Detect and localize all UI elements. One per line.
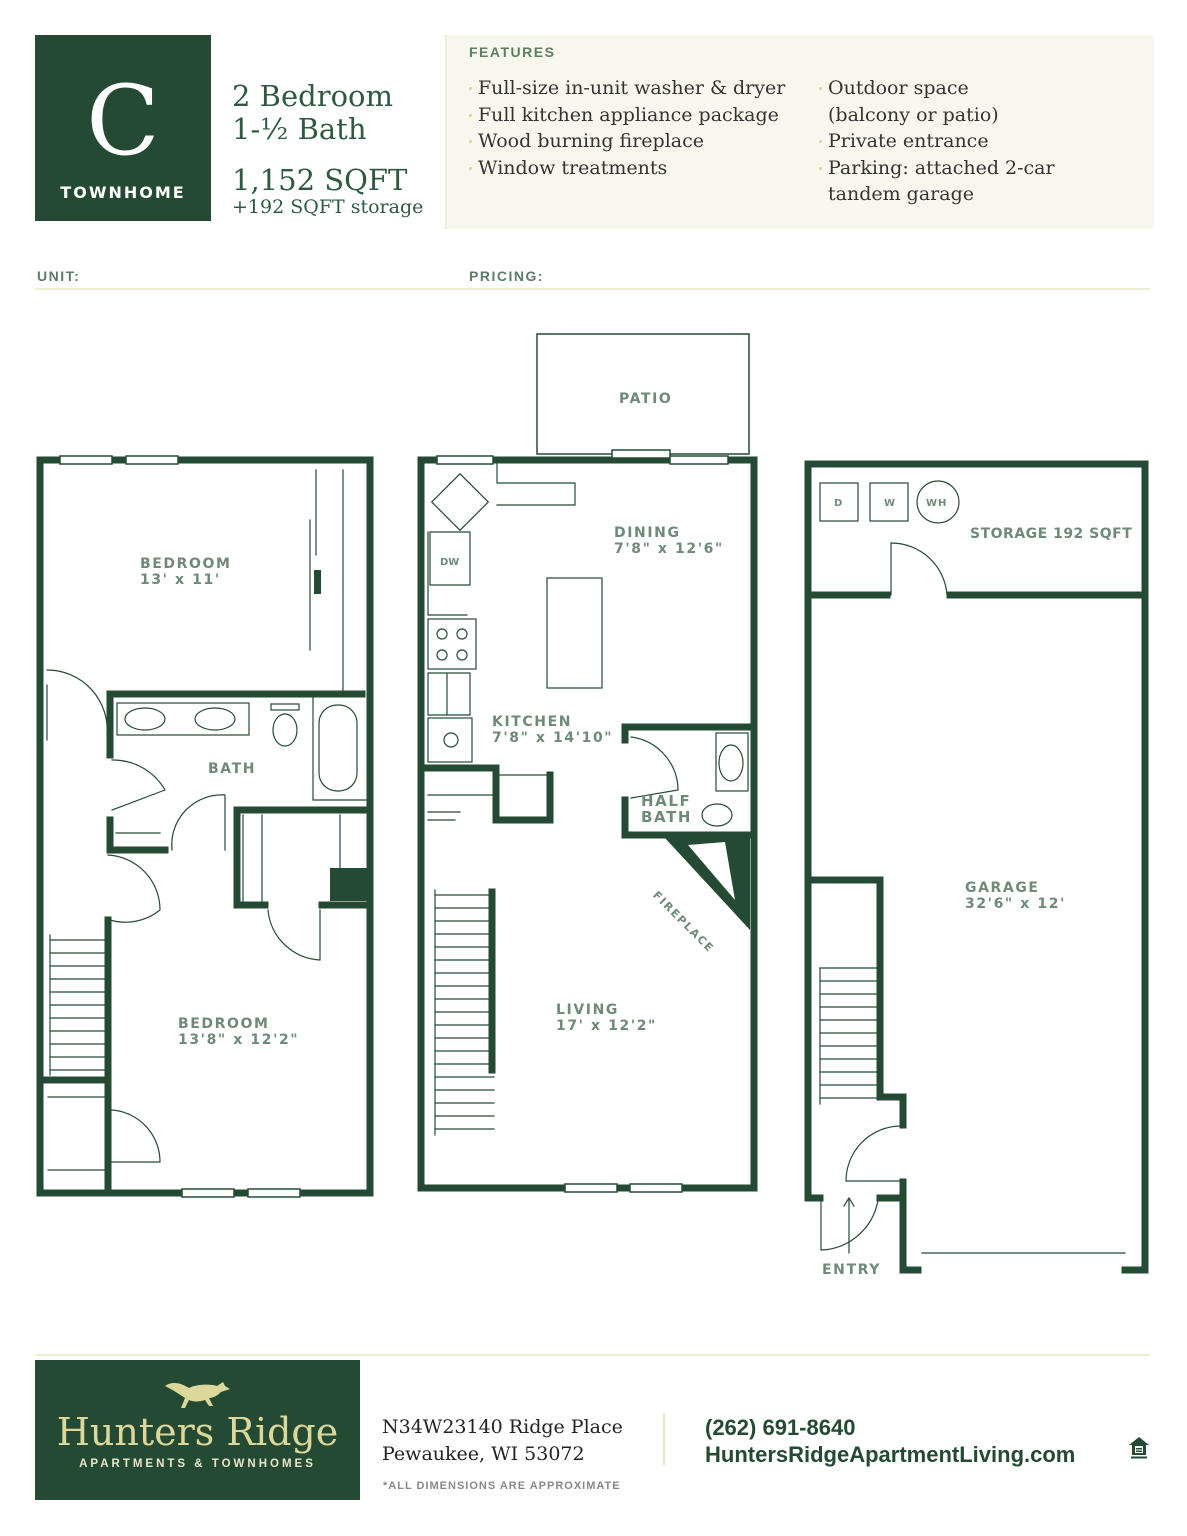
plan-summary: 2 Bedroom 1-½ Bath 1,152 SQFT +192 SQFT … bbox=[232, 79, 424, 218]
feature-item: Full kitchen appliance package bbox=[469, 102, 785, 129]
fox-logo-icon bbox=[165, 1382, 230, 1408]
room-living: LIVING 17' x 12'2" bbox=[556, 1002, 657, 1034]
bedroom-count: 2 Bedroom bbox=[232, 79, 393, 113]
room-bedroom-1: BEDROOM 13' x 11' bbox=[140, 556, 232, 588]
room-half-bath: HALF BATH bbox=[641, 792, 693, 826]
room-storage: STORAGE 192 SQFT bbox=[970, 526, 1133, 542]
plan-type: TOWNHOME bbox=[60, 183, 186, 202]
feature-item-continuation: tandem garage bbox=[828, 183, 974, 205]
features-list-1: Full-size in-unit washer & dryer Full ki… bbox=[469, 75, 785, 181]
phone-number[interactable]: (262) 691-8640 bbox=[705, 1415, 856, 1440]
unit-label: UNIT: bbox=[37, 268, 81, 284]
bullet-icon bbox=[469, 166, 472, 170]
feature-item: Parking: attached 2-car bbox=[819, 155, 1055, 182]
room-patio: PATIO bbox=[619, 391, 673, 407]
room-kitchen: KITCHEN 7'8" x 14'10" bbox=[492, 714, 614, 746]
address: N34W23140 Ridge Place Pewaukee, WI 53072 bbox=[382, 1416, 623, 1465]
footer-separator bbox=[663, 1413, 665, 1465]
equal-housing-icon bbox=[1129, 1437, 1149, 1459]
bullet-icon bbox=[469, 87, 472, 90]
brand-logo: Hunters Ridge APARTMENTS & TOWNHOMES bbox=[35, 1360, 360, 1500]
dryer-label: D bbox=[834, 498, 843, 509]
feature-item: Full-size in-unit washer & dryer bbox=[469, 75, 785, 102]
floorplan-drawing bbox=[36, 333, 1149, 1274]
room-garage: GARAGE 32'6" x 12' bbox=[965, 880, 1066, 912]
brand-subtitle: APARTMENTS & TOWNHOMES bbox=[79, 1458, 316, 1470]
water-heater-label: WH bbox=[926, 498, 948, 509]
entry-label: ENTRY bbox=[822, 1262, 881, 1278]
features-title: FEATURES bbox=[469, 44, 556, 60]
room-bedroom-2: BEDROOM 13'8" x 12'2" bbox=[178, 1016, 300, 1048]
bullet-icon bbox=[469, 140, 472, 143]
divider bbox=[35, 288, 1150, 290]
feature-item: Private entrance bbox=[819, 128, 1055, 155]
room-bath: BATH bbox=[208, 761, 257, 777]
storage-footage: +192 SQFT storage bbox=[232, 196, 424, 218]
plan-letter: C bbox=[86, 65, 160, 177]
room-dining: DINING 7'8" x 12'6" bbox=[614, 525, 724, 557]
brand-name: Hunters Ridge bbox=[56, 1410, 339, 1454]
dishwasher-label: DW bbox=[440, 557, 460, 568]
features-list-2: Outdoor space (balcony or patio) Private… bbox=[819, 75, 1055, 208]
website-link[interactable]: HuntersRidgeApartmentLiving.com bbox=[705, 1442, 1076, 1467]
pricing-label: PRICING: bbox=[469, 268, 544, 284]
bullet-icon bbox=[819, 87, 822, 90]
feature-item: Window treatments bbox=[469, 155, 785, 182]
bullet-icon bbox=[469, 113, 472, 117]
dimensions-disclaimer: *ALL DIMENSIONS ARE APPROXIMATE bbox=[383, 1480, 621, 1492]
bath-count: 1-½ Bath bbox=[232, 112, 367, 146]
feature-item: Wood burning fireplace bbox=[469, 128, 785, 155]
features-panel: FEATURES Full-size in-unit washer & drye… bbox=[445, 35, 1154, 229]
feature-item: Outdoor space bbox=[819, 75, 1055, 102]
square-footage: 1,152 SQFT bbox=[232, 163, 408, 197]
washer-label: W bbox=[884, 498, 896, 509]
contact-info: (262) 691-8640 HuntersRidgeApartmentLivi… bbox=[705, 1414, 1075, 1468]
plan-badge: C TOWNHOME bbox=[35, 35, 211, 221]
footer-divider bbox=[35, 1354, 1150, 1356]
feature-item-continuation: (balcony or patio) bbox=[828, 103, 999, 126]
bullet-icon bbox=[819, 166, 822, 170]
bullet-icon bbox=[819, 140, 822, 143]
